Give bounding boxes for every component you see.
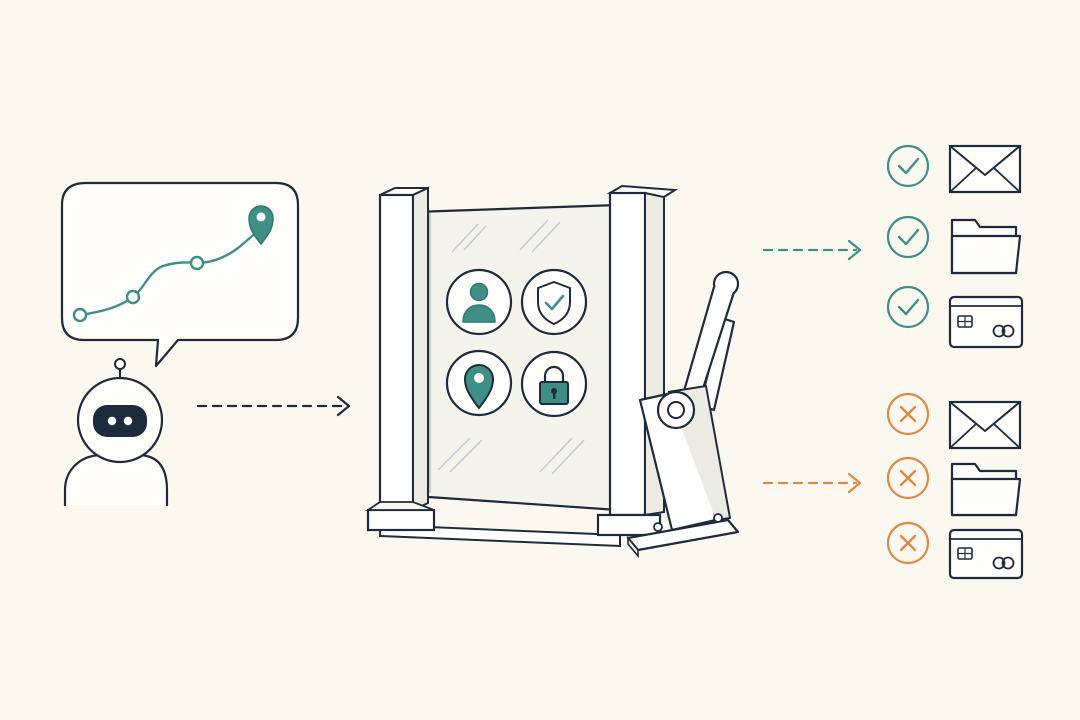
- folder-icon: [950, 218, 1022, 275]
- blocked-arrow: [762, 472, 862, 494]
- turnstile-gate-icon: [365, 184, 740, 559]
- route-map-icon: [72, 205, 274, 323]
- shield-check-icon: [520, 268, 588, 336]
- x-circle-icon: [886, 392, 930, 436]
- allowed-group: [886, 144, 1024, 349]
- x-circle-icon: [886, 521, 930, 565]
- user-icon: [445, 268, 513, 336]
- glass-panel: [412, 203, 620, 512]
- allowed-arrow: [762, 239, 862, 261]
- blocked-group: [886, 392, 1024, 580]
- route-start-node: [72, 307, 88, 323]
- gate-base: [379, 523, 621, 548]
- padlock-icon: [520, 350, 588, 418]
- credit-card-icon: [948, 528, 1024, 580]
- folder-icon: [950, 462, 1022, 517]
- credit-card-icon: [948, 295, 1024, 349]
- left-gate-post: [365, 186, 436, 532]
- robot-icon: [63, 358, 169, 507]
- envelope-icon: [948, 144, 1022, 194]
- route-node: [125, 289, 141, 305]
- gate-lever: [626, 270, 740, 559]
- check-circle-icon: [886, 215, 930, 259]
- x-circle-icon: [886, 456, 930, 500]
- check-circle-icon: [886, 144, 930, 188]
- speech-bubble: [60, 181, 300, 368]
- location-pin-icon: [445, 349, 513, 417]
- agent-request-arrow: [196, 395, 351, 417]
- map-pin-icon: [248, 205, 274, 245]
- envelope-icon: [948, 400, 1022, 450]
- check-circle-icon: [886, 285, 930, 329]
- route-node: [189, 255, 205, 271]
